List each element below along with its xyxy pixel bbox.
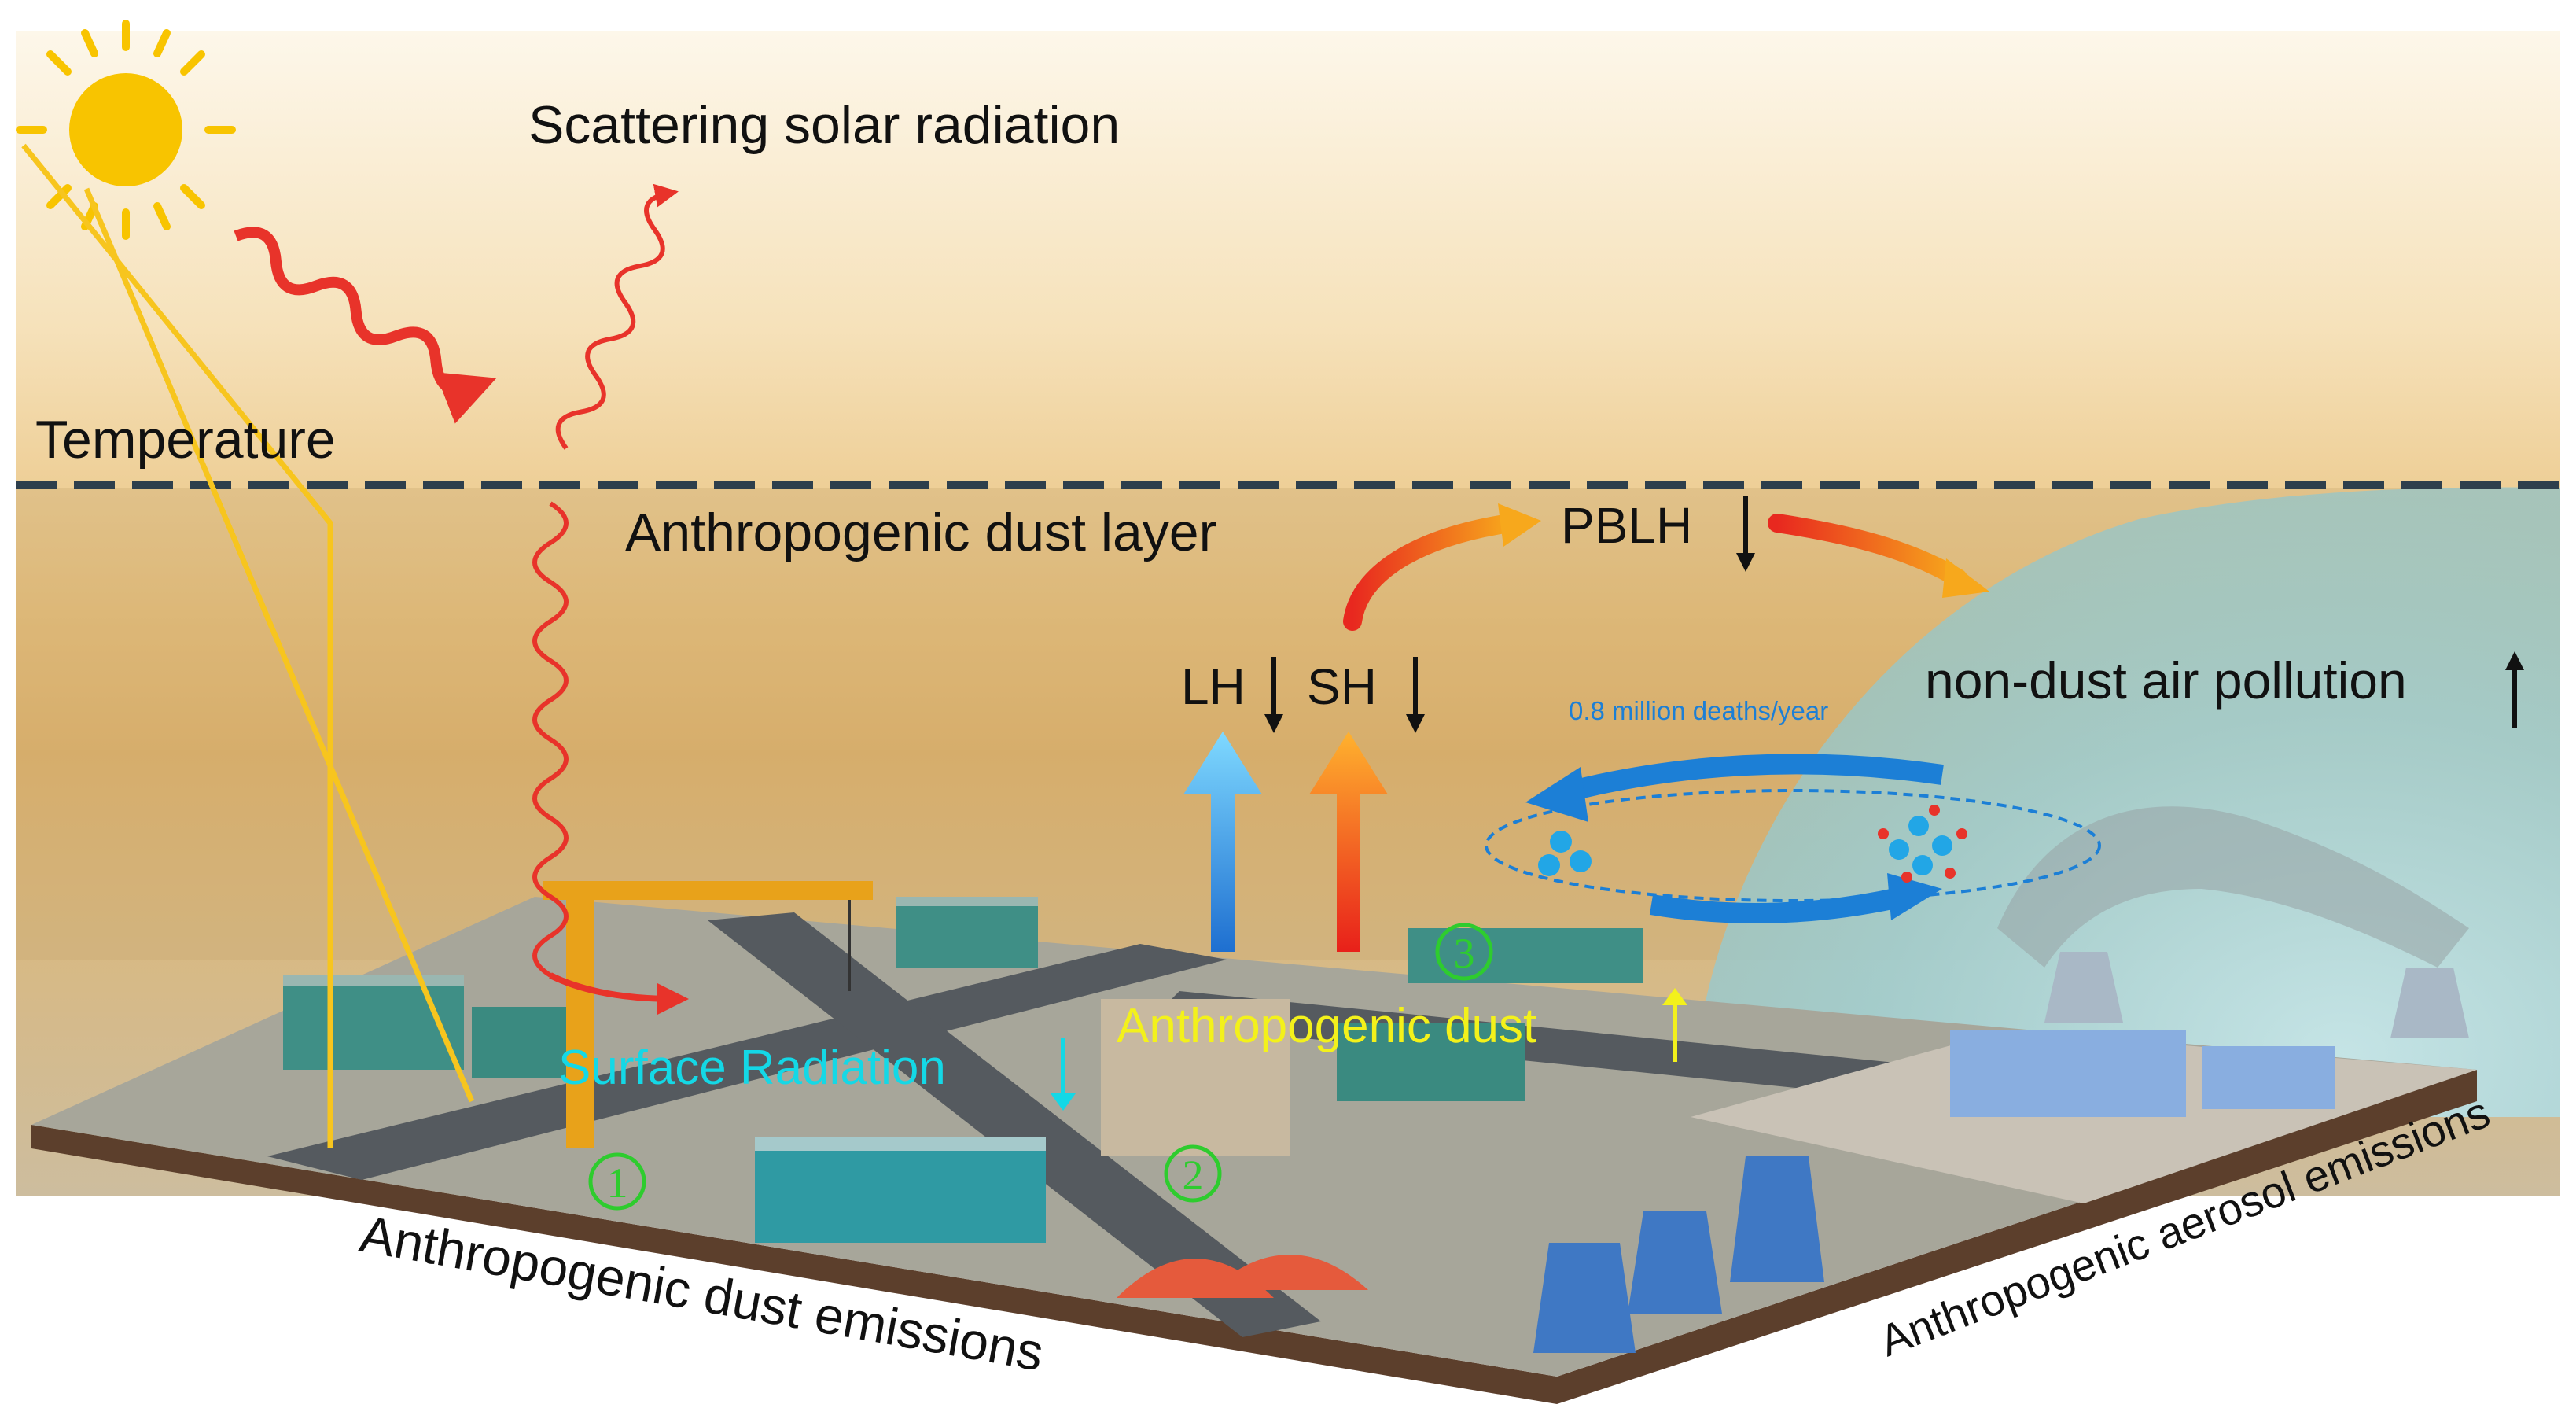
non-dust-label: non-dust air pollution (1925, 651, 2407, 710)
exchange-arrow-bottom-head (1887, 873, 1942, 920)
particles-aerosol (1878, 805, 1967, 883)
surface-radiation-arrow (532, 501, 569, 978)
ground-slab-side (31, 1070, 2477, 1404)
temperature-label: Temperature (35, 410, 336, 470)
svg-text:2: 2 (1183, 1152, 1204, 1199)
marker-1: 1 (588, 1152, 646, 1211)
temperature-profile (21, 143, 333, 1148)
surface-radiation-arrow-tip (549, 972, 689, 1015)
exchange-ellipse (1485, 789, 2101, 902)
svg-text:3: 3 (1454, 930, 1475, 977)
surface-radiation-down-arrow-head (1051, 1093, 1076, 1111)
exchange-arrow-top-head (1525, 767, 1588, 822)
crane (543, 881, 873, 1148)
lh-label: LH (1181, 658, 1246, 715)
dust-layer-label: Anthropogenic dust layer (625, 503, 1216, 562)
exchange-arrow-bottom (1649, 886, 1905, 923)
arc-to-pblh (1343, 514, 1519, 631)
cooling-towers (1533, 1156, 1824, 1353)
sh-label: SH (1307, 658, 1377, 715)
pollution-dome (1691, 487, 2560, 1117)
svg-text:1: 1 (607, 1159, 628, 1207)
arc-to-pollution-head (1942, 558, 1989, 598)
anthro-dust-up-arrow-head (1662, 988, 1687, 1005)
scattered-radiation-arrow (555, 183, 679, 450)
anthro-dust-label: Anthropogenic dust (1117, 999, 1536, 1053)
pblh-label: PBLH (1561, 497, 1692, 554)
surface-radiation-label: Surface Radiation (558, 1041, 946, 1095)
road-main (267, 944, 1227, 1180)
temperature-profile-2 (83, 187, 475, 1103)
particles-dust (1538, 831, 1592, 876)
marker-2: 2 (1164, 1144, 1222, 1203)
marker-3: 3 (1435, 923, 1493, 981)
road-cross (708, 912, 1321, 1337)
smoke-plume (1997, 806, 2469, 968)
buildings-center (755, 928, 1643, 1243)
lh-arrow (1183, 732, 1262, 952)
arc-to-pblh-head (1498, 503, 1541, 547)
sh-arrow (1309, 732, 1388, 952)
factory-buildings (1950, 952, 2469, 1117)
arc-to-pollution (1768, 514, 1967, 588)
deaths-label: 0.8 million deaths/year (1569, 696, 1828, 725)
incoming-radiation-arrow (234, 227, 497, 424)
sun-icon (16, 20, 236, 240)
hangars (1117, 1255, 1368, 1298)
exchange-arrow-top (1554, 754, 1944, 805)
scattering-label: Scattering solar radiation (528, 95, 1120, 155)
